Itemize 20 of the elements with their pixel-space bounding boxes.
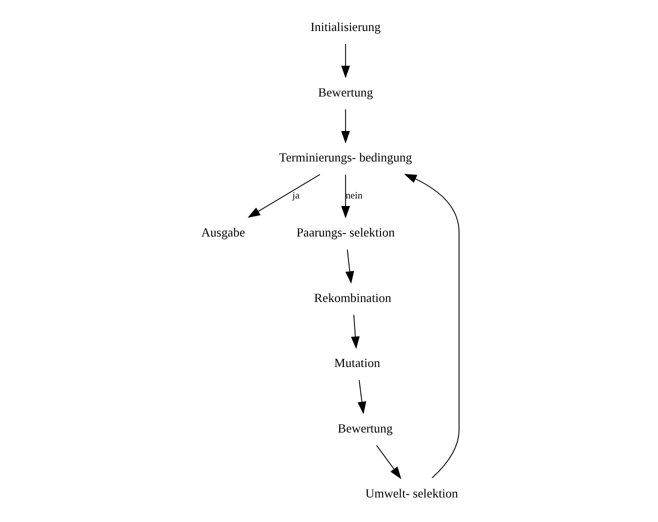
arrow bbox=[404, 174, 460, 478]
arrow bbox=[247, 174, 320, 218]
node-text: Umwelt- selektion bbox=[364, 486, 458, 501]
node-text: Ausgabe bbox=[200, 226, 245, 240]
node-text: Terminierungs- bedingung bbox=[278, 150, 412, 165]
node-text: Rekombination bbox=[314, 290, 391, 305]
edge-label: ja bbox=[292, 190, 300, 202]
edge-label: nein bbox=[345, 190, 362, 202]
arrow bbox=[344, 249, 354, 284]
arrow bbox=[350, 314, 360, 349]
node-text: Bewertung bbox=[318, 85, 373, 100]
node-text: Mutation bbox=[334, 356, 380, 370]
arrow bbox=[376, 444, 401, 480]
arrow bbox=[340, 44, 350, 78]
arrow bbox=[340, 174, 350, 218]
arrow bbox=[357, 380, 366, 414]
node-text: Bewertung bbox=[337, 421, 392, 436]
node-text: Paarungs- selektion bbox=[296, 226, 394, 240]
arrow bbox=[340, 108, 350, 144]
node-text: Initialisierung bbox=[310, 20, 380, 34]
